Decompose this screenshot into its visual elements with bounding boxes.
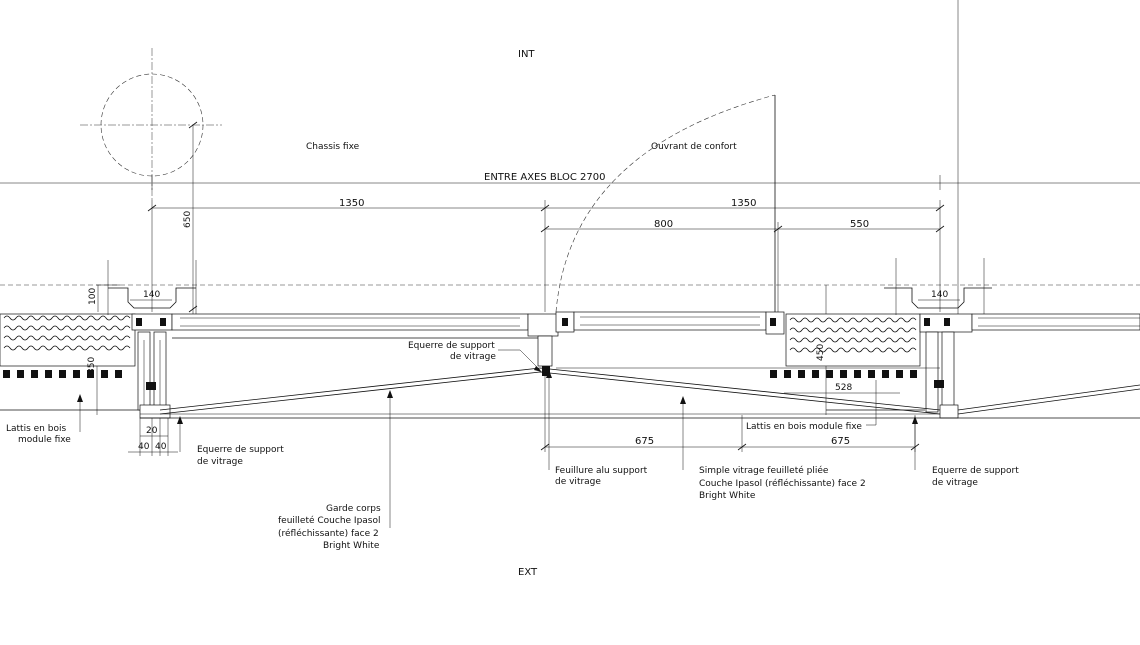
label-garde-corps-3: (réfléchissante) face 2 [278, 528, 379, 539]
label-ouvrant-confort: Ouvrant de confort [651, 142, 737, 152]
label-equerre-left-1: Equerre de support [197, 445, 284, 455]
ouvrant-glass [573, 311, 785, 335]
folded-glass [140, 367, 1140, 419]
dim-650: 650 [183, 211, 193, 228]
dim-350: 350 [87, 357, 97, 374]
dim-140-right: 140 [931, 290, 948, 300]
dim-450: 450 [816, 344, 826, 361]
label-lattis-right: Lattis en bois module fixe [746, 422, 862, 432]
dim-40-a: 40 [138, 442, 150, 452]
label-lattis-left-1: Lattis en bois [6, 424, 66, 434]
label-simple-vitrage-1: Simple vitrage feuilleté pliée [699, 465, 829, 476]
label-simple-vitrage-2: Couche Ipasol (réfléchissante) face 2 [699, 478, 866, 489]
label-garde-corps-2: feuilleté Couche Ipasol [278, 515, 381, 526]
dim-675-right: 675 [831, 436, 850, 447]
door-swing-circle [80, 48, 222, 200]
dim-40-b: 40 [155, 442, 167, 452]
dim-675-left: 675 [635, 436, 654, 447]
leader-lines [77, 349, 918, 528]
mullion-right [884, 258, 1140, 419]
label-ext: EXT [518, 567, 538, 578]
label-simple-vitrage-3: Bright White [699, 491, 756, 501]
swing-arc [555, 0, 959, 318]
dim-1350-right: 1350 [731, 198, 756, 209]
label-entre-axes: ENTRE AXES BLOC 2700 [484, 172, 605, 183]
mullion-left [96, 260, 197, 419]
dim-800: 800 [654, 219, 673, 230]
dim-528: 528 [835, 383, 852, 393]
label-int: INT [518, 49, 535, 60]
dim-20: 20 [146, 426, 158, 436]
label-feuillure-1: Feuillure alu support [555, 466, 648, 476]
label-garde-corps-4: Bright White [323, 541, 380, 551]
dim-140-left: 140 [143, 290, 160, 300]
label-equerre-center-1: Equerre de support [408, 341, 495, 351]
lattis-right [770, 313, 925, 411]
dim-550: 550 [850, 219, 869, 230]
dim-100: 100 [88, 288, 98, 305]
label-feuillure-2: de vitrage [555, 477, 601, 487]
label-equerre-right-2: de vitrage [932, 478, 978, 488]
label-equerre-center-2: de vitrage [450, 352, 496, 362]
mullion-center [527, 311, 575, 376]
label-equerre-left-2: de vitrage [197, 457, 243, 467]
lattis-left [0, 313, 140, 411]
dim-1350-left: 1350 [339, 198, 364, 209]
label-equerre-right-1: Equerre de support [932, 466, 1019, 476]
label-garde-corps-1: Garde corps [326, 504, 381, 514]
label-chassis-fixe: Chassis fixe [306, 142, 360, 152]
chassis-fixe-glass [171, 313, 545, 339]
label-lattis-left-2: module fixe [18, 435, 71, 445]
